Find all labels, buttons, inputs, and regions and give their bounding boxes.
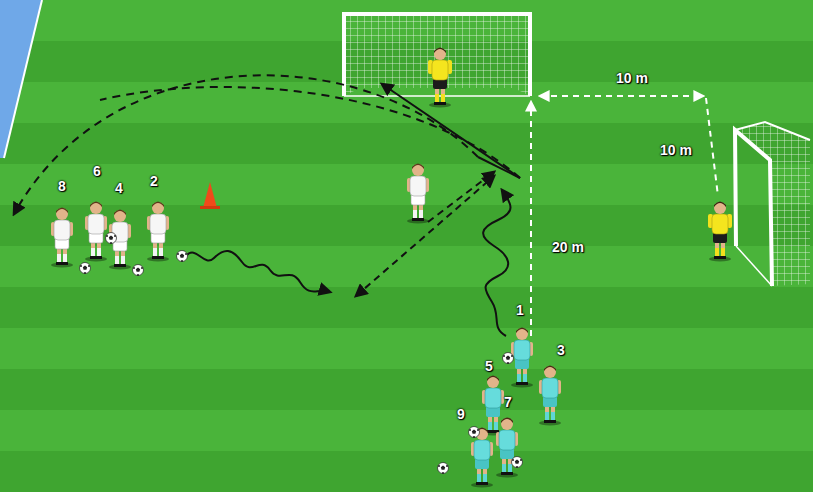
- dimension-label: 10 m: [660, 143, 692, 157]
- touch-line: [4, 0, 42, 158]
- player-number: 7: [504, 395, 512, 409]
- player-number: 1: [516, 303, 524, 317]
- player-number: 3: [557, 343, 565, 357]
- player-number: 6: [93, 164, 101, 178]
- player-number: 4: [115, 181, 123, 195]
- player-number: 5: [485, 359, 493, 373]
- cone: [203, 182, 217, 208]
- small-goal: [735, 122, 810, 286]
- player-number: 9: [457, 407, 465, 421]
- dimension-lines: [531, 96, 718, 336]
- balls: [80, 233, 523, 475]
- players: [51, 48, 732, 488]
- movement-lines: [14, 75, 520, 336]
- player-number: 8: [58, 179, 66, 193]
- player-number: 2: [150, 174, 158, 188]
- dimension-label: 10 m: [616, 71, 648, 85]
- dimension-label: 20 m: [552, 240, 584, 254]
- off-pitch-area: [0, 0, 42, 158]
- cone-base: [200, 206, 220, 209]
